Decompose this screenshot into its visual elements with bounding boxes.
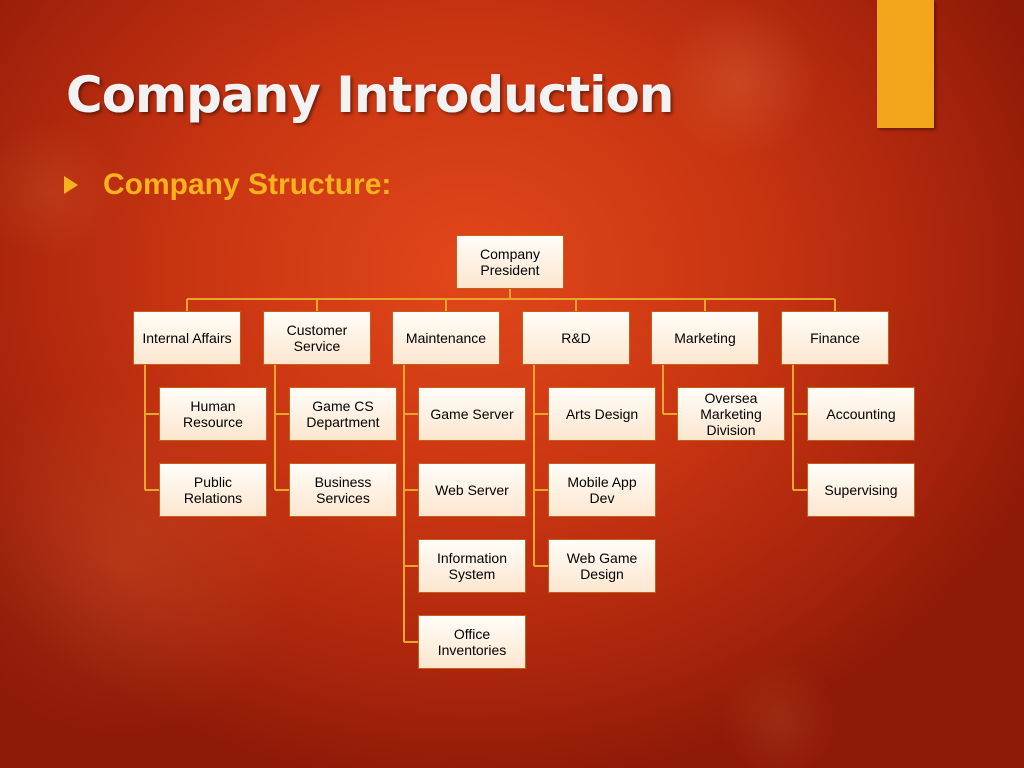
org-node-label: Maintenance [405,330,487,346]
org-node-sub-unit: Game Server [418,387,526,441]
triangle-right-icon [64,176,78,194]
org-node-sub-unit: Supervising [807,463,915,517]
org-node-department: Internal Affairs [133,311,241,365]
org-node-department: Finance [781,311,889,365]
slide-subtitle: Company Structure: [103,168,392,201]
org-node-label: Accounting [826,406,896,422]
org-node-label: Supervising [824,482,898,498]
org-node-department: Maintenance [392,311,500,365]
org-node-sub-unit: Accounting [807,387,915,441]
org-node-sub-unit: Web Server [418,463,526,517]
org-node-label: Arts Design [565,406,639,422]
org-node-label: Internal Affairs [142,330,232,346]
org-node-department: R&D [522,311,630,365]
slide-title: Company Introduction [66,66,674,124]
org-node-label: R&D [561,330,591,346]
org-node-label: Web Server [435,482,509,498]
org-node-label: Marketing [674,330,736,346]
org-node-label: Finance [810,330,860,346]
accent-bar [877,0,934,128]
org-node-label: Game Server [430,406,514,422]
org-node-sub-unit: Arts Design [548,387,656,441]
org-node-department: Marketing [651,311,759,365]
